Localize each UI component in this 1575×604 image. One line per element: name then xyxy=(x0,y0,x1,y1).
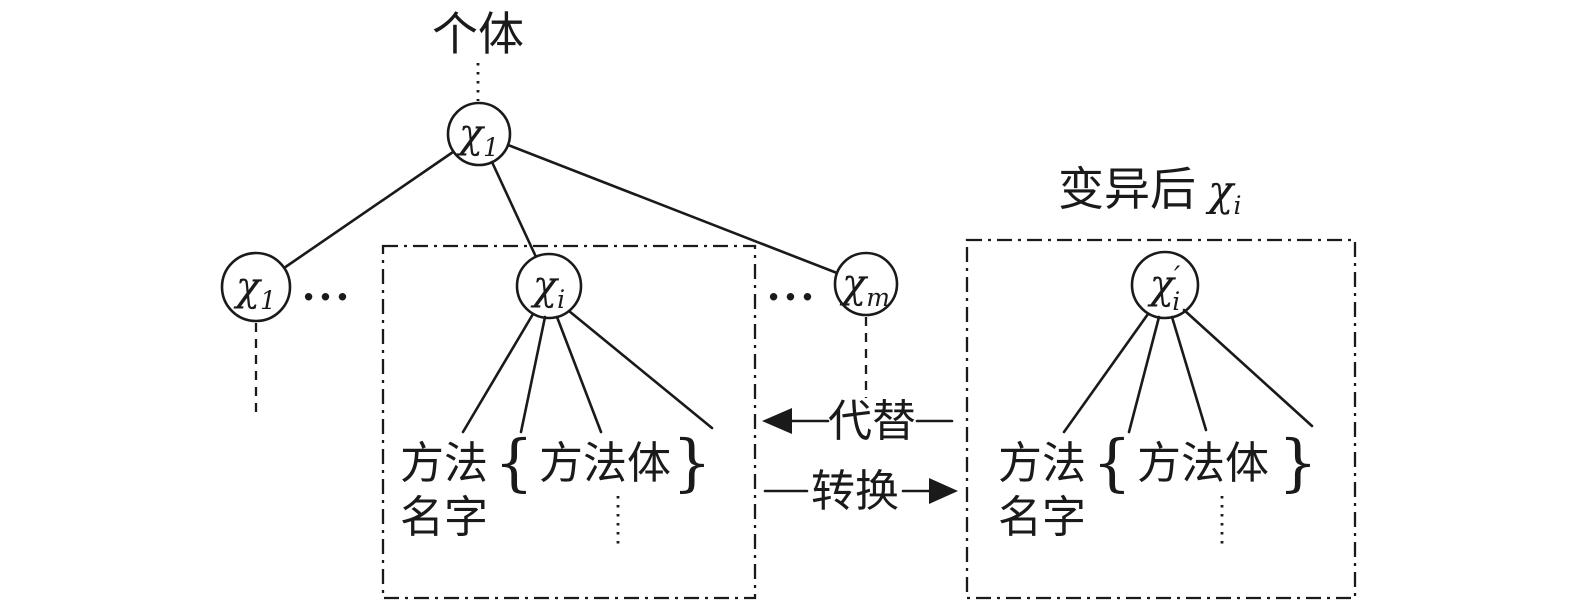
mid-chi: χ xyxy=(530,263,560,309)
right-chi: χ xyxy=(839,261,869,307)
edge-mid-to-leaf-1 xyxy=(461,312,535,434)
edge-root-to-left-child xyxy=(282,150,455,270)
close-brace-right: } xyxy=(1278,426,1317,499)
method-name-line1-right: 方法 xyxy=(998,439,1086,488)
left-child-node: χ1 xyxy=(220,251,292,413)
mutated-chi-sub: i xyxy=(1172,287,1180,316)
mutated-node: χ′i xyxy=(1130,250,1200,320)
root-chi: χ xyxy=(456,111,486,157)
left-chi: χ xyxy=(233,264,263,310)
root-node: χ1 xyxy=(446,101,512,167)
mutated-node-circle xyxy=(1130,250,1200,320)
close-brace-left: } xyxy=(672,426,711,499)
ellipsis-left: ... xyxy=(302,263,353,310)
transform-arrow: 转换 xyxy=(763,467,958,516)
open-brace-right: { xyxy=(1092,426,1131,499)
edge-mutated-to-leaf-4 xyxy=(1182,308,1314,428)
edge-mutated-to-leaf-3 xyxy=(1170,315,1208,432)
edge-mid-to-leaf-4 xyxy=(567,309,714,430)
edge-root-to-mid-child xyxy=(490,160,538,259)
root-chi-sub: 1 xyxy=(483,133,499,162)
method-body-left: 方法体 xyxy=(539,439,671,488)
after-mutation-chi: χi xyxy=(1205,166,1241,220)
after-mutation-label: 变异后 xyxy=(1058,164,1196,215)
mid-child-circle xyxy=(515,252,583,320)
transform-label: 转换 xyxy=(811,467,899,516)
replace-arrow: 代替 xyxy=(762,397,954,446)
mid-child-label: χi xyxy=(530,263,565,314)
root-node-label: χ1 xyxy=(456,111,499,162)
root-node-circle xyxy=(446,101,512,167)
mutated-subtree-box xyxy=(965,238,1357,600)
edge-mutated-to-leaf-1 xyxy=(1062,312,1150,434)
mutated-node-label: χ′i xyxy=(1147,260,1181,316)
right-child-label: χm xyxy=(839,261,890,312)
edge-mid-to-leaf-2 xyxy=(519,315,547,434)
edge-root-to-right-child xyxy=(506,143,839,275)
individual-label: 个体 xyxy=(432,9,524,60)
left-chi-sub: 1 xyxy=(260,286,276,315)
edge-mutated-to-leaf-2 xyxy=(1127,315,1161,434)
mutated-chi-prime: ′ xyxy=(1174,260,1181,293)
method-name-line2-right: 名字 xyxy=(998,493,1086,542)
ellipsis-right: ... xyxy=(767,263,818,310)
right-child-circle xyxy=(833,251,899,317)
right-child-node: χm xyxy=(833,251,899,398)
replace-label: 代替 xyxy=(828,397,916,446)
open-brace-left: { xyxy=(494,426,533,499)
left-child-circle xyxy=(220,251,292,323)
after-mutation-title: 变异后 χi xyxy=(1058,164,1241,220)
method-body-right: 方法体 xyxy=(1137,439,1269,488)
method-subtree-box xyxy=(381,244,757,600)
left-child-label: χ1 xyxy=(233,264,276,315)
right-chi-sub: m xyxy=(866,283,890,312)
replace-arrow-head-icon xyxy=(762,408,792,434)
after-mutation-chi-main: χ xyxy=(1205,166,1236,215)
mid-child-node: χi xyxy=(515,252,583,320)
after-mutation-chi-sub: i xyxy=(1233,191,1241,220)
method-name-line1-left: 方法 xyxy=(400,439,488,488)
mid-chi-sub: i xyxy=(557,285,565,314)
edge-mid-to-leaf-3 xyxy=(555,315,603,434)
transform-arrow-head-icon xyxy=(929,478,958,504)
mutated-chi: χ xyxy=(1147,262,1177,308)
method-name-line2-left: 名字 xyxy=(400,493,488,542)
